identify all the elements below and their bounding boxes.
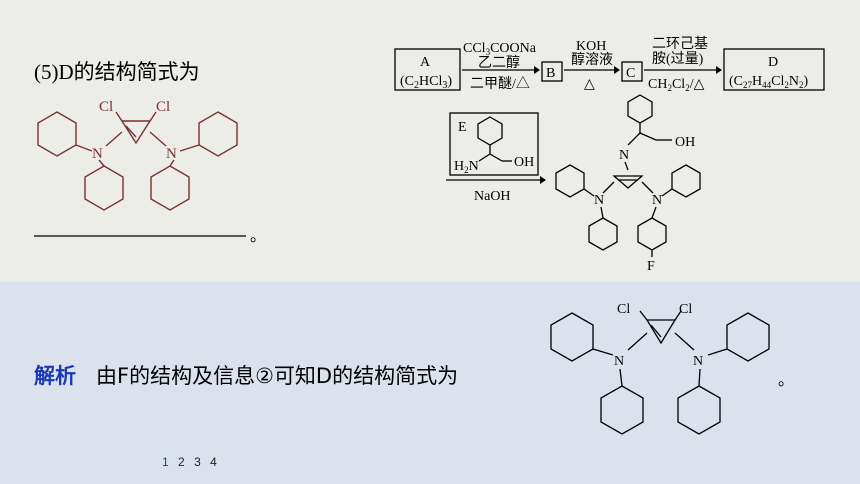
svg-text:醇溶液: 醇溶液 <box>571 51 613 68</box>
svg-text:KOH: KOH <box>576 39 606 54</box>
svg-text:E: E <box>458 120 467 135</box>
page-link-3[interactable]: 3 <box>194 455 201 469</box>
box-b <box>541 61 563 82</box>
svg-text:CCl3COONa: CCl3COONa <box>463 41 537 57</box>
answer-period: 。 <box>778 370 795 389</box>
answer-structure: Cl Cl N N <box>550 302 770 435</box>
svg-text:二甲醚/△: 二甲醚/△ <box>470 76 530 92</box>
page-link-2[interactable]: 2 <box>178 455 185 469</box>
analysis-keyword: 解析 <box>34 364 76 388</box>
pagination: 1 2 3 4 <box>162 455 223 469</box>
svg-text:(C27H44Cl2N2): (C27H44Cl2N2) <box>729 74 808 90</box>
svg-text:N: N <box>619 148 629 163</box>
svg-text:△: △ <box>584 77 595 92</box>
svg-text:NaOH: NaOH <box>474 189 511 204</box>
svg-text:N: N <box>693 354 703 369</box>
page-link-4[interactable]: 4 <box>210 455 217 469</box>
question-text: (5)D的结构简式为 <box>34 60 200 84</box>
svg-text:F: F <box>647 259 655 274</box>
svg-text:N: N <box>652 193 662 208</box>
svg-text:CH2Cl2/△: CH2Cl2/△ <box>648 77 705 93</box>
box-c <box>621 61 643 82</box>
reaction-scheme: A (C2HCl3) CCl3COONa 乙二醇 二甲醚/△ B KOH 醇溶液… <box>394 35 825 274</box>
svg-text:乙二醇: 乙二醇 <box>478 54 520 71</box>
svg-text:Cl: Cl <box>617 302 630 317</box>
svg-text:A: A <box>420 55 431 70</box>
cl-label: Cl <box>156 99 170 115</box>
analysis-sentence: 由F的结构及信息②可知D的结构简式为 <box>96 364 459 388</box>
n-label: N <box>92 146 103 162</box>
svg-text:Cl: Cl <box>679 302 692 317</box>
svg-text:OH: OH <box>675 135 695 150</box>
svg-text:胺(过量): 胺(过量) <box>652 51 704 67</box>
n-label: N <box>166 146 177 162</box>
analysis-text: 解析由F的结构及信息②可知D的结构简式为 <box>34 360 458 390</box>
answer-panel <box>0 282 860 484</box>
blank-period: 。 <box>250 226 267 245</box>
svg-text:N: N <box>594 193 604 208</box>
box-d <box>723 48 825 91</box>
svg-text:OH: OH <box>514 155 534 170</box>
question-panel <box>0 0 860 282</box>
svg-text:(C2HCl3): (C2HCl3) <box>400 74 452 91</box>
svg-text:D: D <box>768 55 778 70</box>
cl-label: Cl <box>99 99 113 115</box>
box-e <box>449 112 539 176</box>
svg-text:B: B <box>546 66 555 81</box>
svg-text:H2N: H2N <box>454 159 479 175</box>
svg-text:二环己基: 二环己基 <box>652 35 708 52</box>
svg-text:N: N <box>614 354 624 369</box>
svg-text:C: C <box>626 66 635 81</box>
answer-structure-red: Cl Cl N N <box>37 99 238 211</box>
page-link-1[interactable]: 1 <box>162 455 169 469</box>
box-a <box>394 48 461 91</box>
